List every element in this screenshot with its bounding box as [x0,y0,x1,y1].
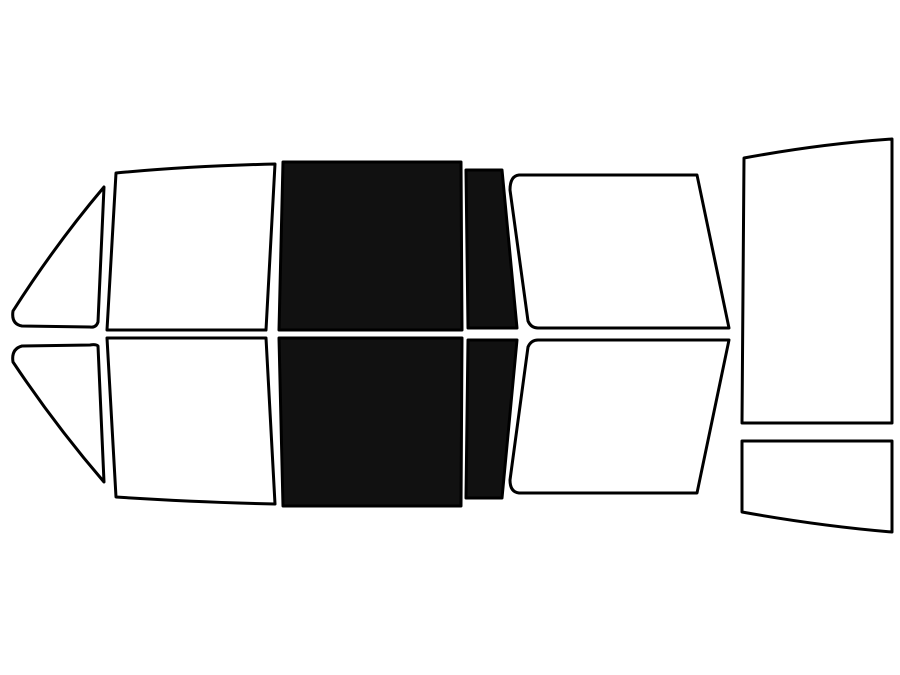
vent-window-top[interactable] [11,185,106,329]
rear-window-top[interactable] [277,160,464,332]
quarter-window-bottom[interactable] [464,338,519,500]
front-window-bottom[interactable] [105,336,277,506]
quarter-window-top[interactable] [464,168,519,330]
rear-window-bottom[interactable] [277,336,464,508]
vent-window-bottom[interactable] [11,343,106,484]
front-window-top[interactable] [105,162,277,332]
rear-side-window-bottom[interactable] [508,338,731,495]
rear-strip-window[interactable] [740,439,894,534]
rear-windshield[interactable] [740,137,894,425]
rear-side-window-top[interactable] [508,173,731,330]
